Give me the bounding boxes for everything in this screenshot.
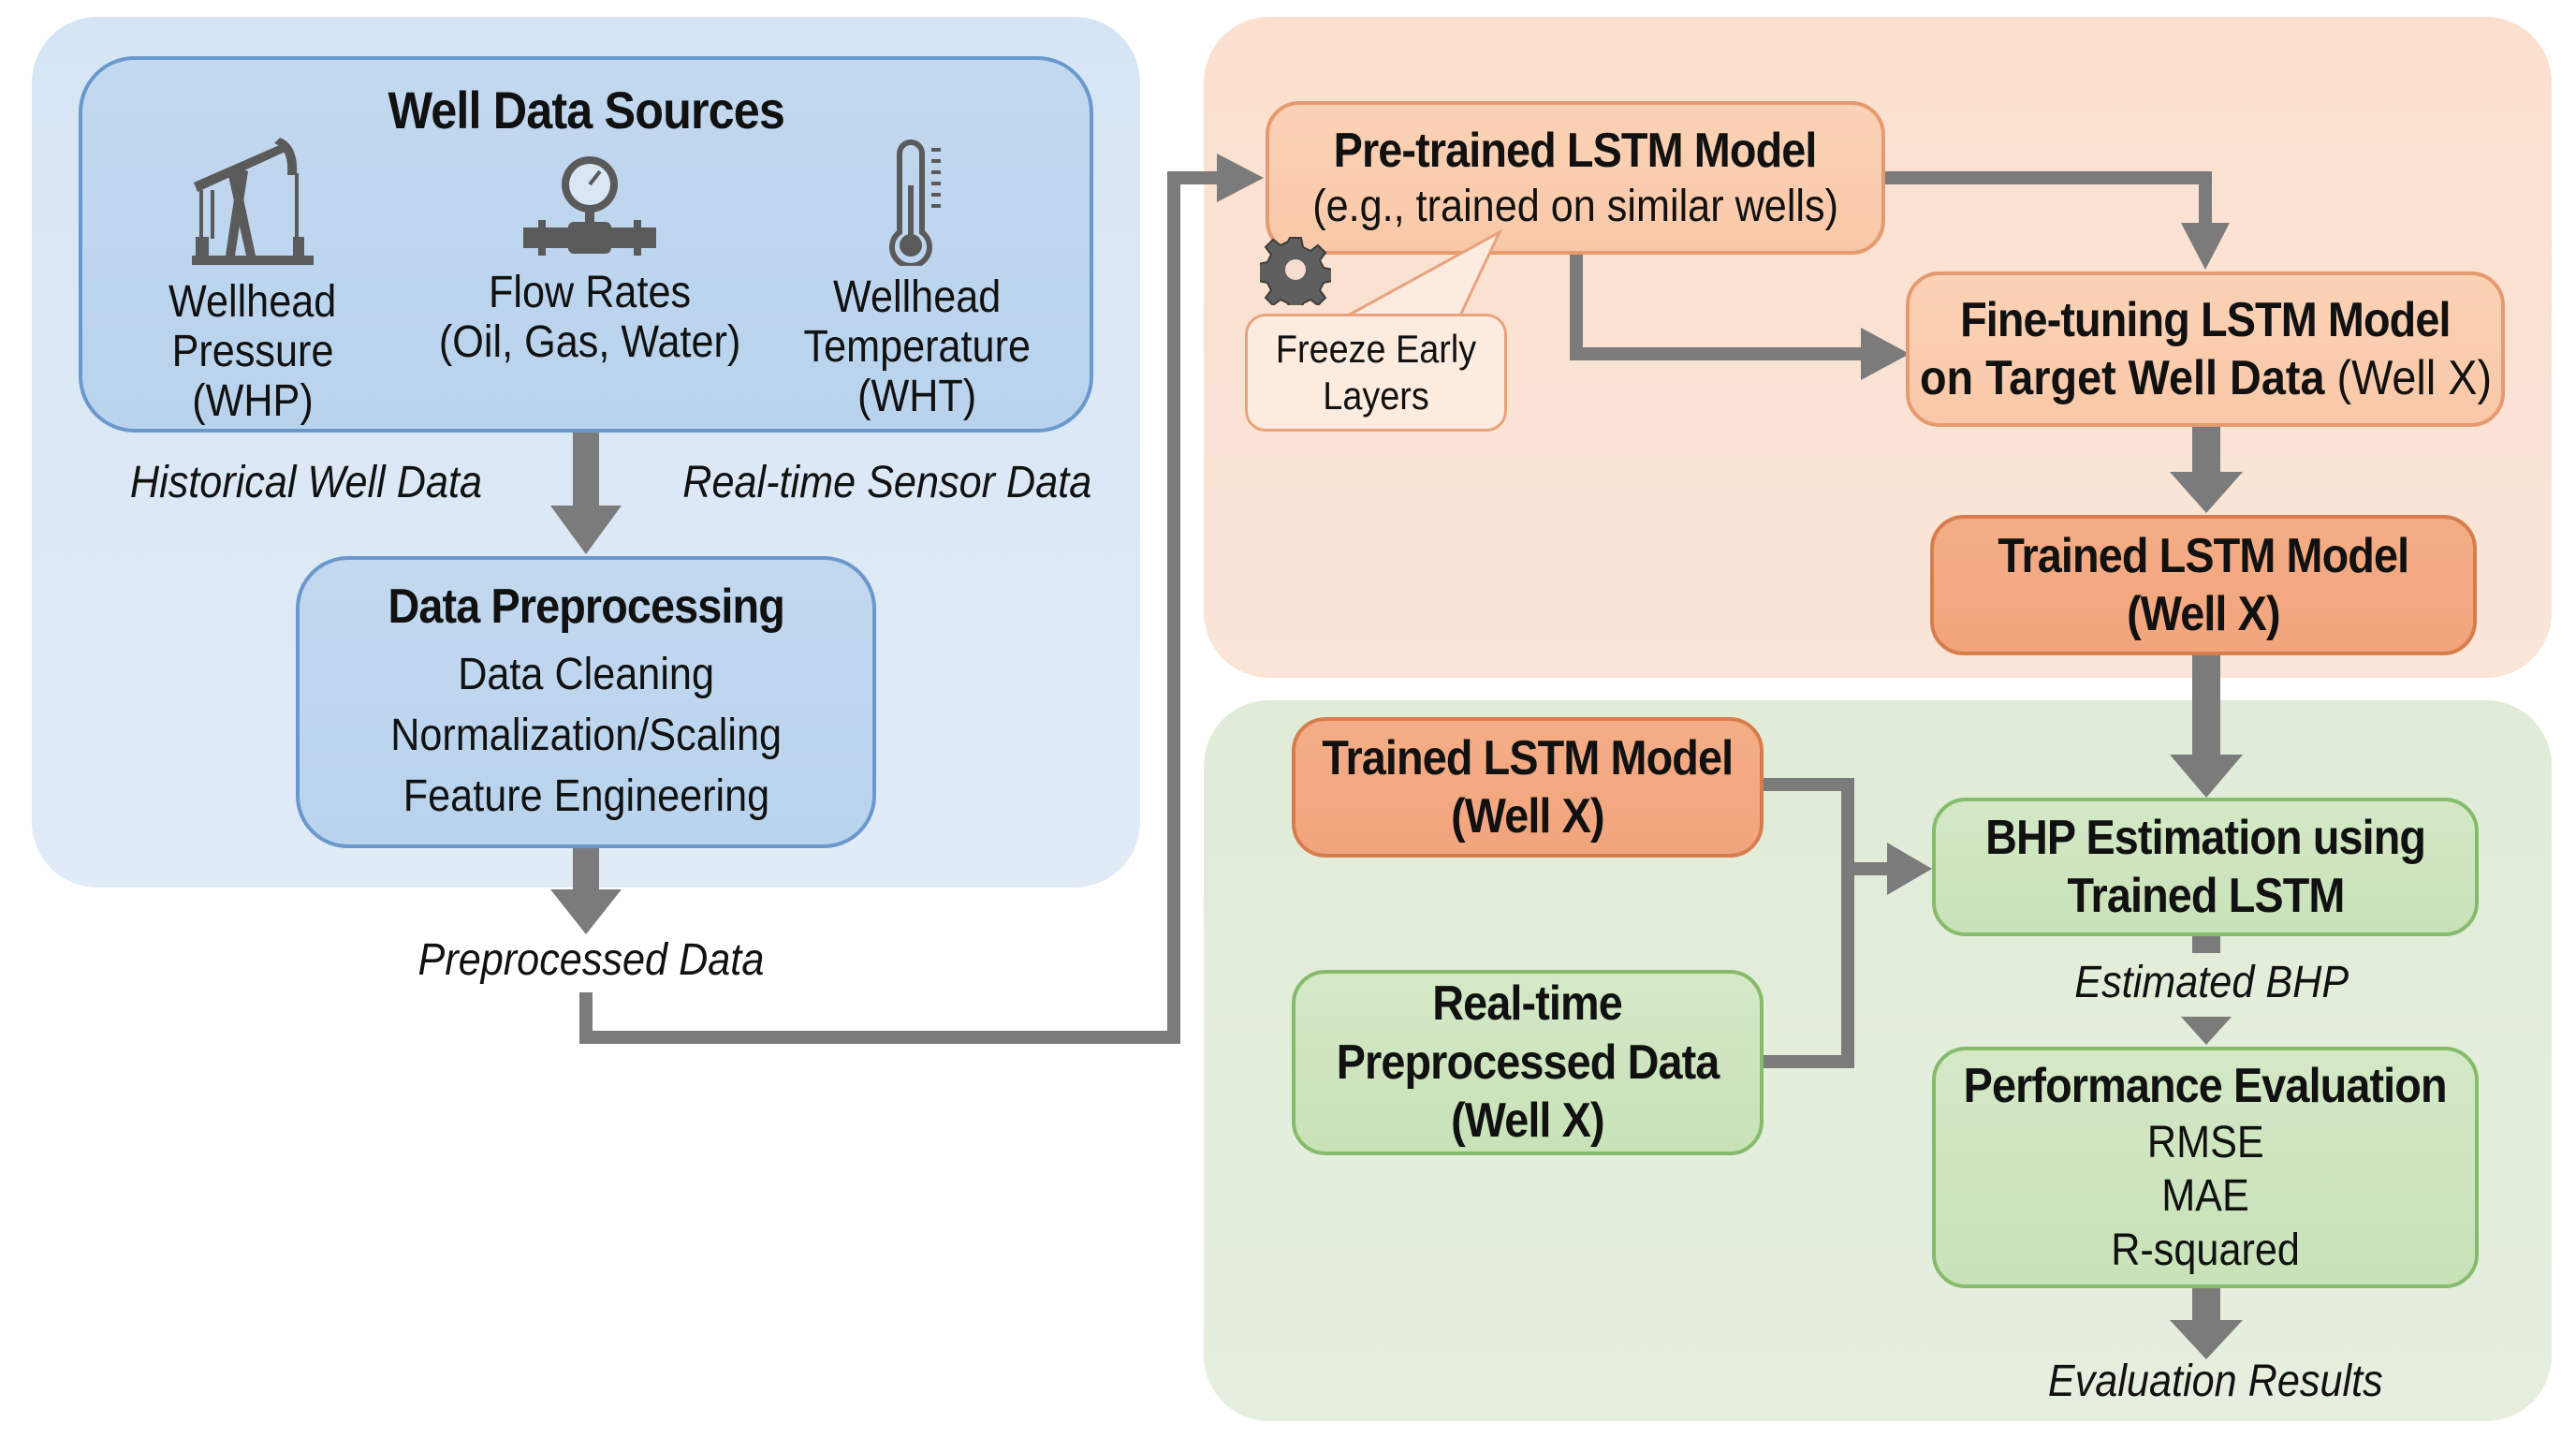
preprocessing-step: Data Cleaning [458, 650, 714, 699]
metric-item: MAE [2161, 1171, 2249, 1222]
evaluation-results-label: Evaluation Results [2047, 1357, 2383, 1406]
trained-lstm-input-box: Trained LSTM Model (Well X) [1292, 717, 1764, 858]
finetuning-box: Fine-tuning LSTM Model on Target Well Da… [1906, 271, 2505, 427]
bhp-estimation-box: BHP Estimation using Trained LSTM [1932, 798, 2479, 936]
arrow-preprocessing-to-output [573, 846, 599, 891]
arrow-pretrained-to-finetune-right [1883, 171, 2212, 225]
pressure-gauge-pipe-icon [523, 156, 656, 256]
source-flow-rates: Flow Rates (Oil, Gas, Water) [412, 154, 768, 368]
historical-well-data-label: Historical Well Data [129, 458, 482, 507]
arrowhead-into-pretrained [1217, 154, 1264, 202]
gear-icon [1260, 237, 1331, 305]
arrow-preprocessed-to-pretrained [579, 171, 1217, 1044]
arrowhead-trained-to-bhp [2170, 755, 2243, 798]
data-preprocessing-title: Data Preprocessing [388, 579, 784, 634]
metric-item: RMSE [2146, 1117, 2264, 1167]
arrowhead-bhp-to-eval [2181, 1017, 2232, 1045]
arrow-sources-to-preprocessing [573, 433, 599, 507]
freeze-layers-callout: Freeze Early Layers [1245, 314, 1507, 432]
arrow-trained-to-bhp [1760, 778, 1854, 1068]
well-data-sources-title: Well Data Sources [388, 81, 784, 139]
metric-item: R-squared [2111, 1225, 2300, 1275]
preprocessed-data-label: Preprocessed Data [417, 935, 765, 985]
arrowhead-into-finetune-top [2181, 223, 2230, 270]
source-wellhead-pressure: Wellhead Pressure (WHP) [140, 136, 365, 426]
realtime-data-box: Real-time Preprocessed Data (Well X) [1292, 970, 1764, 1155]
arrowhead-into-bhp [1887, 843, 1932, 895]
pump-jack-icon [192, 138, 314, 265]
thermometer-icon [889, 139, 941, 266]
preprocessing-step: Normalization/Scaling [390, 710, 782, 760]
pretrained-lstm-box: Pre-trained LSTM Model (e.g., trained on… [1266, 101, 1885, 255]
arrowhead-preprocessing-to-output [550, 889, 622, 934]
arrowhead-into-finetune-left [1861, 328, 1910, 380]
trained-lstm-box: Trained LSTM Model (Well X) [1930, 515, 2477, 655]
arrowhead-eval-to-results [2170, 1320, 2243, 1359]
source-wellhead-temperature: Wellhead Temperature (WHT) [777, 139, 1058, 421]
data-preprocessing-box: Data Preprocessing Data Cleaning Normali… [296, 556, 876, 848]
arrow-pretrained-to-finetune-left [1570, 253, 1863, 360]
arrowhead-sources-to-preprocessing [550, 506, 622, 554]
estimated-bhp-label: Estimated BHP [2074, 958, 2349, 1007]
performance-evaluation-box: Performance Evaluation RMSE MAE R-square… [1932, 1047, 2479, 1288]
preprocessing-step: Feature Engineering [402, 770, 769, 821]
realtime-sensor-data-label: Real-time Sensor Data [682, 458, 1092, 507]
arrowhead-finetune-to-trained [2170, 472, 2243, 513]
